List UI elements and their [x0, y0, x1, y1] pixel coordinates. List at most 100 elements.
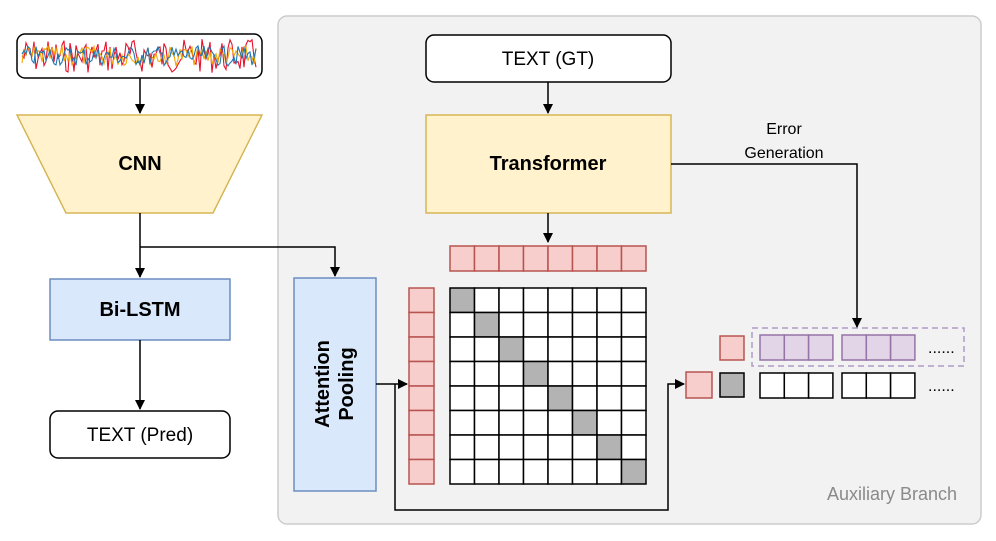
matrix-cell: [547, 336, 574, 363]
matrix-cell: [571, 311, 598, 338]
gt-token-cell: [449, 245, 476, 272]
matrix-cell: [449, 311, 476, 338]
waveform-trace: [21, 44, 257, 67]
arrow-loop-to-red-cell: [394, 379, 685, 511]
matrix-cell: [620, 434, 647, 461]
matrix-diagonal-cell: [522, 360, 549, 387]
matrix-cell: [620, 287, 647, 314]
matrix-cell: [522, 311, 549, 338]
text-pred-box: [49, 410, 231, 459]
gt-token-cell: [620, 245, 647, 272]
matrix-cell: [596, 409, 623, 436]
error-token-group: [751, 327, 965, 367]
pooled-feature-cell: [408, 434, 435, 461]
waveform-trace: [21, 44, 257, 68]
matrix-cell: [547, 458, 574, 485]
bilstm-block: [49, 278, 231, 341]
matrix-cell: [522, 458, 549, 485]
pooled-feature-cell: [408, 360, 435, 387]
matrix-cell: [522, 336, 549, 363]
matrix-cell: [620, 311, 647, 338]
output-token-cell: [759, 372, 786, 399]
matrix-diagonal-cell: [498, 336, 525, 363]
matrix-cell: [449, 360, 476, 387]
matrix-cell: [596, 385, 623, 412]
matrix-cell: [522, 434, 549, 461]
pooling-label: Pooling: [336, 347, 358, 420]
output-token-cell: [783, 372, 810, 399]
error-token-cell: [783, 334, 810, 361]
matrix-cell: [620, 336, 647, 363]
gt-token-cell: [571, 245, 598, 272]
matrix-cell: [596, 311, 623, 338]
matrix-diagonal-cell: [620, 458, 647, 485]
signal-waveform: [21, 38, 257, 73]
matrix-cell: [522, 409, 549, 436]
right-red-cell-bottom: [685, 371, 713, 399]
pooled-feature-cell: [408, 336, 435, 363]
cnn-block: [15, 114, 264, 214]
matrix-cell: [596, 287, 623, 314]
cnn-label: CNN: [118, 153, 161, 175]
ellipsis-bottom: ......: [928, 378, 955, 395]
matrix-cell: [620, 360, 647, 387]
output-token-cell: [841, 372, 868, 399]
matrix-cell: [498, 385, 525, 412]
error-token-cell: [841, 334, 868, 361]
token-cells: [408, 245, 965, 485]
pooled-feature-cell: [408, 385, 435, 412]
gt-token-cell: [473, 245, 500, 272]
matrix-cell: [498, 434, 525, 461]
matrix-cell: [620, 385, 647, 412]
output-token-cell: [865, 372, 892, 399]
matrix-cell: [571, 385, 598, 412]
attention-pooling-block: [293, 277, 377, 492]
matrix-cell: [498, 287, 525, 314]
matrix-diagonal-cell: [596, 434, 623, 461]
connectors: [135, 78, 862, 511]
matrix-cell: [498, 311, 525, 338]
matrix-cell: [473, 409, 500, 436]
attention-label: Attention: [312, 340, 334, 428]
matrix-cell: [449, 409, 476, 436]
matrix-cell: [498, 409, 525, 436]
gt-token-cell: [547, 245, 574, 272]
matrix-diagonal-cell: [547, 385, 574, 412]
matrix-cell: [596, 336, 623, 363]
arrow-error-generation: [671, 163, 862, 328]
matrix-cell: [473, 287, 500, 314]
output-token-cell: [889, 372, 916, 399]
matrix-cell: [449, 434, 476, 461]
pooled-feature-cell: [408, 311, 435, 338]
matrix-diagonal-cell: [571, 409, 598, 436]
error-token-cell: [889, 334, 916, 361]
error-token-cell: [865, 334, 892, 361]
matrix-cell: [449, 385, 476, 412]
matrix-cell: [473, 336, 500, 363]
matrix-cell: [547, 360, 574, 387]
matrix-cell: [571, 287, 598, 314]
matrix-cell: [449, 336, 476, 363]
right-gray-cell: [719, 372, 745, 398]
transformer-label: Transformer: [490, 153, 607, 175]
matrix-cell: [473, 360, 500, 387]
matrix-cell: [522, 287, 549, 314]
signal-input: [16, 33, 263, 79]
pooled-feature-cell: [408, 409, 435, 436]
right-red-cell-top: [719, 335, 745, 361]
matrix-cell: [473, 458, 500, 485]
matrix-cell: [473, 385, 500, 412]
matrix-cell: [620, 409, 647, 436]
matrix-cell: [571, 360, 598, 387]
matrix-cell: [547, 287, 574, 314]
auxiliary-branch-label: Auxiliary Branch: [827, 484, 957, 504]
pooled-feature-cell: [408, 287, 435, 314]
ellipsis-top: ......: [928, 340, 955, 357]
error-generation-label-line2: Generation: [744, 145, 823, 162]
gt-token-cell: [522, 245, 549, 272]
gt-token-cell: [596, 245, 623, 272]
matrix-diagonal-cell: [449, 287, 476, 314]
matrix-cell: [498, 458, 525, 485]
text-gt-label: TEXT (GT): [502, 49, 595, 70]
